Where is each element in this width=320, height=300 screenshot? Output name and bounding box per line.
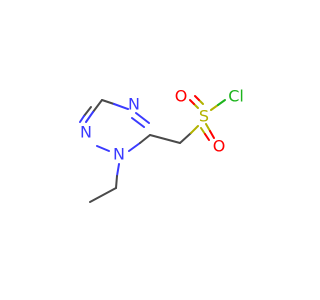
- bond-n-ethyl: [115, 175, 118, 189]
- atom-label-n-top: N: [128, 95, 140, 114]
- bond-n-c-right-inner: [131, 117, 145, 128]
- bond-ch-n-top-inner: [83, 106, 92, 117]
- atom-label-o-left: O: [175, 87, 188, 106]
- bond-n-ethyl: [116, 163, 120, 177]
- bond-s-o-left: [189, 99, 195, 105]
- bond-ethyl-chain: [89, 187, 117, 203]
- bond-ch-n-top: [92, 99, 103, 113]
- bond-n-c-bottom: [139, 134, 151, 144]
- bond-ch-n-left: [113, 103, 129, 110]
- bond-n-n-bottom: [96, 145, 110, 152]
- bond-s-o-bottom: [209, 130, 215, 139]
- molecule-structure: N N N S O O Cl: [0, 0, 300, 300]
- bond-s-o-bottom-inner: [200, 127, 206, 135]
- atom-label-s: S: [199, 107, 209, 126]
- bond-ch-n-left: [101, 99, 115, 105]
- bond-ring-ch2: [149, 134, 181, 144]
- atom-label-n-mid: N: [113, 145, 125, 164]
- bond-s-o-left-inner: [194, 95, 200, 101]
- bond-ch-n-top-inner: [79, 115, 85, 123]
- bond-ch2-s: [190, 125, 199, 134]
- bond-n-c-bottom: [128, 142, 141, 152]
- atom-label-n-left: N: [80, 123, 92, 142]
- bond-ch2-s: [179, 132, 192, 144]
- bond-ch-n-top: [85, 111, 94, 123]
- atom-label-o-bottom: O: [213, 137, 226, 156]
- canvas-background: [0, 0, 300, 300]
- bond-n-c-right: [135, 112, 150, 124]
- bond-s-o-bottom: [205, 123, 211, 132]
- bond-s-o-bottom-inner: [204, 133, 210, 141]
- atom-label-cl: Cl: [228, 87, 244, 106]
- bond-s-cl: [217, 99, 226, 106]
- bond-s-cl: [210, 104, 219, 111]
